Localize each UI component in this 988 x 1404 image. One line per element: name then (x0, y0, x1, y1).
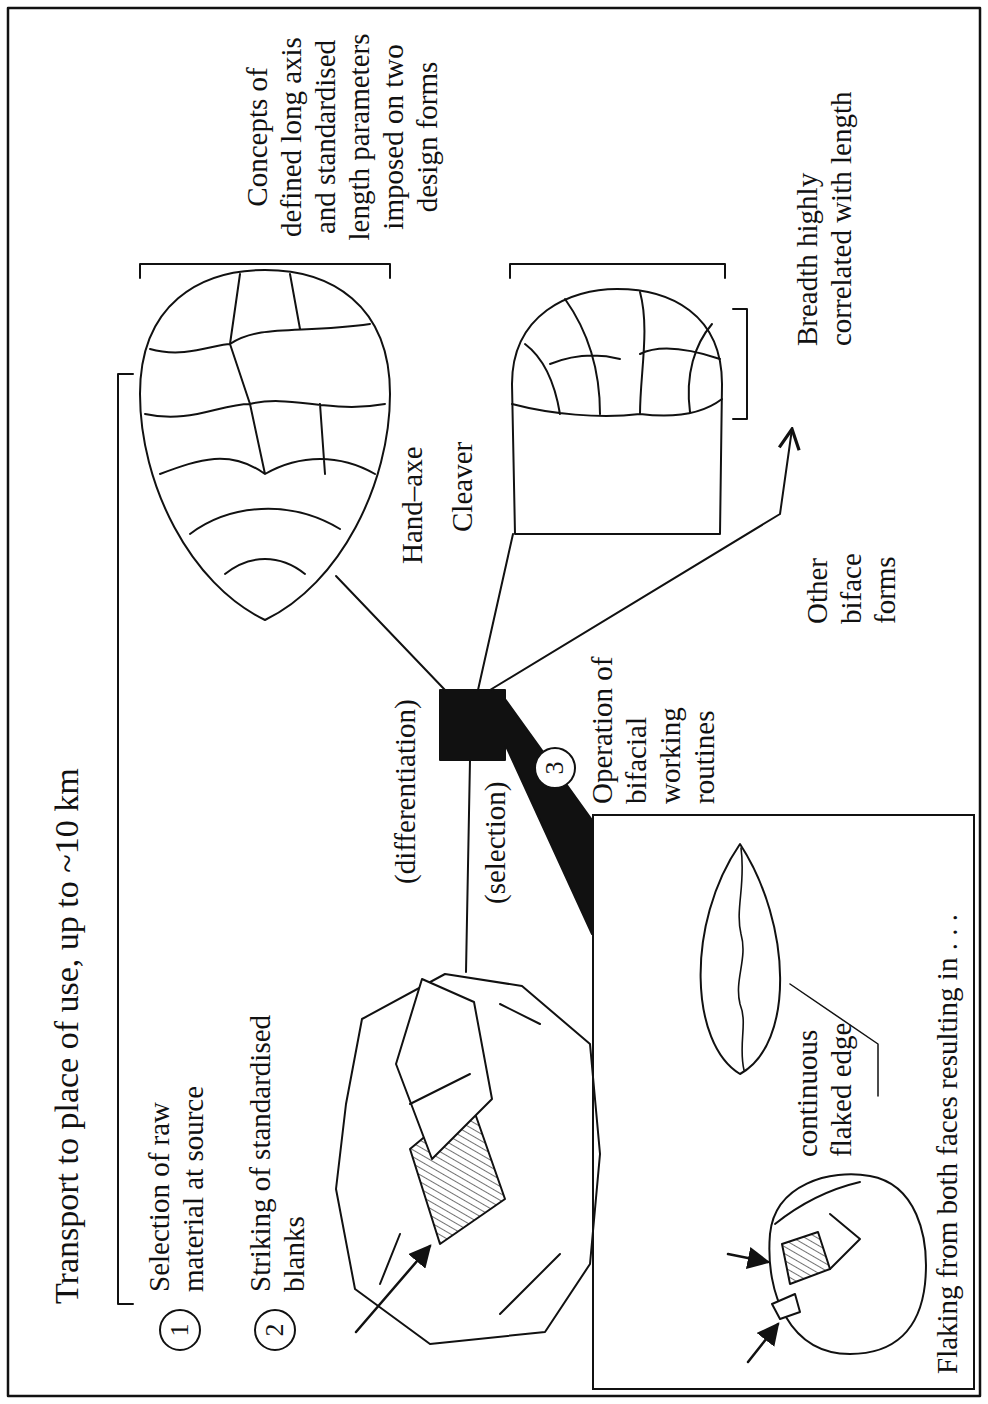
step-text: Selection of raw material at source (142, 1012, 210, 1292)
step-text: Operation of bifacial working routines (585, 644, 721, 804)
black-square (440, 690, 505, 760)
inset-box: Flaking from both faces resulting in . .… (592, 814, 975, 1390)
hand-axe-line (336, 576, 445, 690)
frame (8, 8, 980, 1396)
process-note: (selection) (478, 782, 512, 904)
callout-text: 2 (261, 1324, 289, 1337)
tool-name: Cleaver (445, 442, 479, 532)
process-note: (differentiation) (388, 699, 422, 884)
core-illustration (336, 974, 600, 1344)
callout-number: 1 (159, 1309, 201, 1351)
breadth-bracket (733, 309, 747, 419)
callout-number: 3 (534, 747, 576, 789)
annotation: Breadth highly correlated with length (790, 56, 858, 346)
callout-text: 1 (166, 1324, 194, 1337)
flaking-illustration (728, 1174, 926, 1362)
hand-axe-bracket (140, 264, 390, 278)
tool-name: Other biface forms (800, 514, 902, 624)
step-text: Striking of standardised blanks (243, 1012, 311, 1292)
cleaver-drawing (512, 289, 722, 534)
transport-bracket (118, 374, 133, 1304)
selection-line (466, 760, 470, 972)
inset-caption: Flaking from both faces resulting in . .… (930, 914, 964, 1374)
cleaver-bracket (510, 264, 725, 278)
zoom-wedge (505, 699, 592, 934)
hand-axe-drawing (140, 270, 390, 620)
heading-note: Transport to place of use, up to ~10 km (50, 768, 84, 1304)
callout-text: 3 (541, 762, 569, 775)
continuous-edge-illustration (701, 844, 781, 1074)
tool-name: Hand–axe (395, 446, 429, 564)
callout-number: 2 (254, 1309, 296, 1351)
annotation: Concepts of defined long axis and standa… (240, 22, 444, 252)
cleaver-line (478, 534, 513, 690)
part-label: continuous flaked edge (790, 1017, 858, 1157)
